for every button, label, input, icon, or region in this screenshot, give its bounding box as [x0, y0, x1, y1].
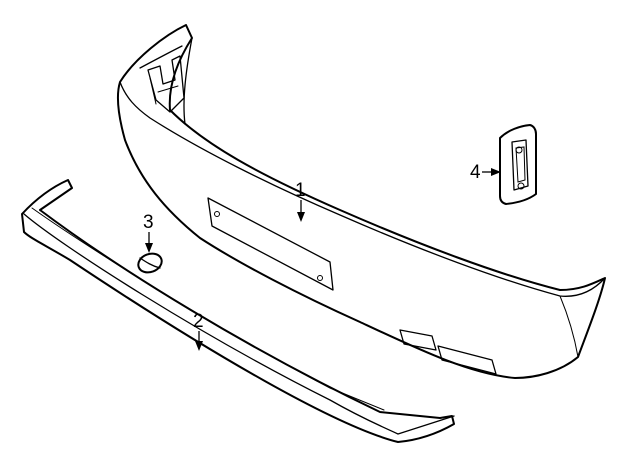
callout-arrow-3	[145, 243, 153, 253]
callout-arrow-4	[491, 168, 501, 176]
lower-valance-strip[interactable]	[21, 179, 455, 443]
callout-label-1: 1	[295, 180, 306, 201]
bracket[interactable]	[499, 124, 537, 205]
callout-label-2: 2	[193, 311, 204, 332]
bumper-cover[interactable]	[116, 24, 606, 379]
callout-3: 3	[143, 212, 154, 253]
callout-arrow-2	[195, 341, 203, 351]
callout-label-4: 4	[470, 162, 481, 183]
callout-label-3: 3	[143, 212, 154, 233]
callout-arrow-1	[297, 212, 305, 222]
plug[interactable]	[136, 250, 165, 275]
callout-2: 2	[193, 311, 204, 351]
callout-4: 4	[470, 162, 501, 183]
callout-1: 1	[295, 180, 306, 222]
